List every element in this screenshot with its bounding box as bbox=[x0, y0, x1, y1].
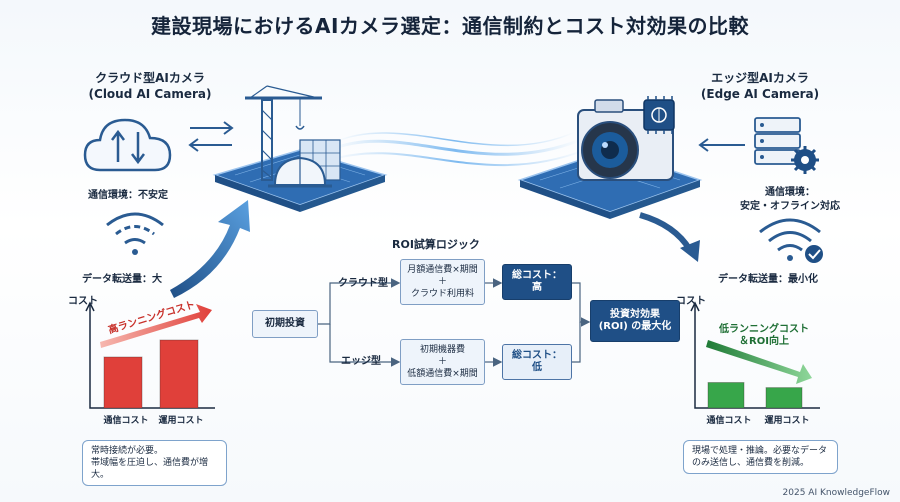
signal-wave bbox=[329, 131, 586, 167]
roi-cloud-formula-line2: クラウド利用料 bbox=[410, 289, 474, 299]
roi-edge-formula: 初期機器費 ＋ 低額通信費×期間 bbox=[400, 339, 485, 385]
cloud-note: 常時接続が必要。 帯域幅を圧迫し、通信費が増大。 bbox=[82, 440, 227, 486]
wifi-strong-icon bbox=[759, 218, 821, 261]
edge-note-line1: 現場で処理・推論。必要なデータ bbox=[692, 446, 828, 456]
crane-icon bbox=[245, 85, 322, 181]
check-icon bbox=[805, 245, 823, 263]
cloud-cost-bar-2 bbox=[159, 339, 199, 409]
edge-heading: エッジ型AIカメラ (Edge AI Camera) bbox=[690, 70, 830, 102]
cloud-transfer-label: データ転送量：大 bbox=[82, 274, 162, 285]
edge-cost-bar-2 bbox=[765, 387, 803, 409]
edge-cost-bars bbox=[707, 382, 803, 409]
edge-heading-line1: エッジ型AIカメラ bbox=[711, 71, 809, 85]
roi-result-line2: (ROI) の最大化 bbox=[598, 321, 672, 332]
edge-network-label: 通信環境： 安定・オフライン対応 bbox=[740, 186, 840, 214]
roi-edge-total-line1: 総コスト： bbox=[512, 350, 562, 361]
cloud-heading-line2: (Cloud AI Camera) bbox=[88, 87, 212, 101]
roi-branch-edge: エッジ型 bbox=[341, 356, 381, 367]
roi-edge-formula-line1: 初期機器費 bbox=[419, 345, 465, 355]
edge-heading-line2: (Edge AI Camera) bbox=[700, 87, 820, 101]
cloud-cost-bars bbox=[103, 339, 199, 409]
roi-edge-total-line2: 低 bbox=[532, 362, 542, 373]
gear-icon bbox=[791, 146, 819, 174]
page-title: 建設現場におけるAIカメラ選定：通信制約とコスト対効果の比較 bbox=[151, 14, 749, 38]
cloud-network-label: 通信環境：不安定 bbox=[88, 190, 168, 201]
roi-result-line1: 投資対効果 bbox=[610, 309, 660, 320]
reduction-arrow-icon bbox=[639, 212, 700, 262]
credit: 2025 AI KnowledgeFlow bbox=[782, 488, 890, 498]
edge-bar-label-ops: 運用コスト bbox=[764, 416, 810, 426]
cloud-note-line1: 常時接続が必要。 bbox=[91, 446, 164, 456]
cloud-heading: クラウド型AIカメラ (Cloud AI Camera) bbox=[80, 70, 220, 102]
hard-hat-icon bbox=[268, 156, 332, 188]
roi-cloud-formula-line1: 月額通信費×期間 bbox=[407, 265, 478, 275]
edge-bar-label-comm: 通信コスト bbox=[706, 416, 752, 426]
wifi-weak-icon bbox=[106, 212, 164, 255]
roi-heading: ROI試算ロジック bbox=[392, 238, 480, 251]
growth-arrow-icon bbox=[170, 200, 250, 298]
cloud-icon bbox=[83, 118, 172, 172]
roi-result: 投資対効果 (ROI) の最大化 bbox=[590, 300, 680, 342]
server-icon bbox=[754, 117, 801, 165]
edge-network-label-line1: 通信環境： bbox=[765, 187, 815, 198]
roi-cloud-total-line1: 総コスト： bbox=[512, 270, 562, 281]
edge-trend-label-line2: ＆ROI向上 bbox=[739, 336, 789, 347]
cloud-bar-label-comm: 通信コスト bbox=[103, 416, 149, 426]
roi-cloud-total: 総コスト： 高 bbox=[502, 264, 572, 300]
edge-cost-axis-label: コスト bbox=[676, 296, 706, 307]
edge-cost-bar-1 bbox=[707, 382, 745, 409]
edge-note: 現場で処理・推論。必要なデータ のみ送信し、通信費を削減。 bbox=[683, 440, 838, 474]
edge-trend-label-line1: 低ランニングコスト bbox=[719, 324, 809, 335]
cloud-cost-axis-label: コスト bbox=[68, 296, 98, 307]
roi-cloud-formula-plus: ＋ bbox=[437, 277, 447, 287]
edge-network-label-line2: 安定・オフライン対応 bbox=[740, 201, 840, 212]
roi-edge-total: 総コスト： 低 bbox=[502, 344, 572, 380]
high-cost-trend-arrow bbox=[100, 304, 212, 348]
cloud-cost-bar-1 bbox=[103, 356, 143, 409]
cloud-heading-line1: クラウド型AIカメラ bbox=[95, 71, 205, 85]
roi-edge-formula-line2: 低額通信費×期間 bbox=[407, 369, 478, 379]
cloud-note-line2: 帯域幅を圧迫し、通信費が増大。 bbox=[91, 458, 209, 480]
low-cost-trend-arrow bbox=[706, 340, 812, 384]
edge-transfer-label: データ転送量：最小化 bbox=[718, 274, 818, 285]
cloud-bar-label-ops: 運用コスト bbox=[158, 416, 204, 426]
edge-trend-label: 低ランニングコスト ＆ROI向上 bbox=[716, 324, 812, 348]
roi-initial-investment: 初期投資 bbox=[252, 310, 318, 338]
edge-note-line2: のみ送信し、通信費を削減。 bbox=[692, 458, 810, 468]
exchange-arrows-icon bbox=[188, 121, 234, 152]
ai-chip-icon bbox=[643, 96, 675, 134]
roi-cloud-formula: 月額通信費×期間 ＋ クラウド利用料 bbox=[400, 259, 485, 305]
server-to-camera-arrow bbox=[698, 138, 745, 152]
roi-connectors bbox=[318, 278, 591, 367]
roi-branch-cloud: クラウド型 bbox=[338, 278, 388, 289]
roi-edge-formula-plus: ＋ bbox=[437, 357, 447, 367]
roi-cloud-total-line2: 高 bbox=[532, 282, 542, 293]
